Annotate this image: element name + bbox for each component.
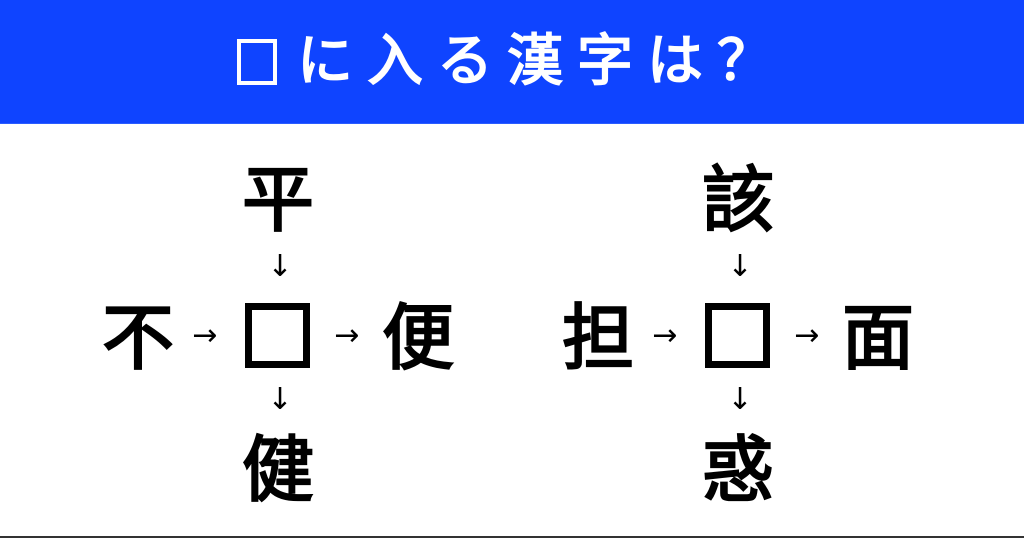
blank-box-icon — [237, 38, 277, 85]
arrow-down-icon: ↓ — [727, 382, 753, 417]
kanji-top: 該 — [701, 158, 774, 242]
page-title: に入る漢字は？ — [237, 28, 787, 94]
kanji-bottom: 健 — [241, 428, 314, 512]
kanji-right: 面 — [841, 296, 914, 380]
arrow-right-icon: → — [652, 318, 678, 353]
title-text: に入る漢字は？ — [297, 28, 787, 94]
blank-box — [245, 303, 310, 368]
arrow-down-icon: ↓ — [267, 249, 293, 284]
header-banner: に入る漢字は？ — [0, 0, 1024, 124]
bottom-divider — [0, 536, 1024, 538]
kanji-right: 便 — [381, 296, 454, 380]
kanji-left: 担 — [561, 296, 634, 380]
blank-box — [705, 303, 770, 368]
arrow-right-icon: → — [794, 318, 820, 353]
kanji-top: 平 — [241, 158, 314, 242]
arrow-right-icon: → — [334, 318, 360, 353]
arrow-down-icon: ↓ — [267, 382, 293, 417]
kanji-bottom: 惑 — [701, 428, 774, 512]
arrow-right-icon: → — [192, 318, 218, 353]
kanji-left: 不 — [101, 296, 174, 380]
arrow-down-icon: ↓ — [727, 249, 753, 284]
